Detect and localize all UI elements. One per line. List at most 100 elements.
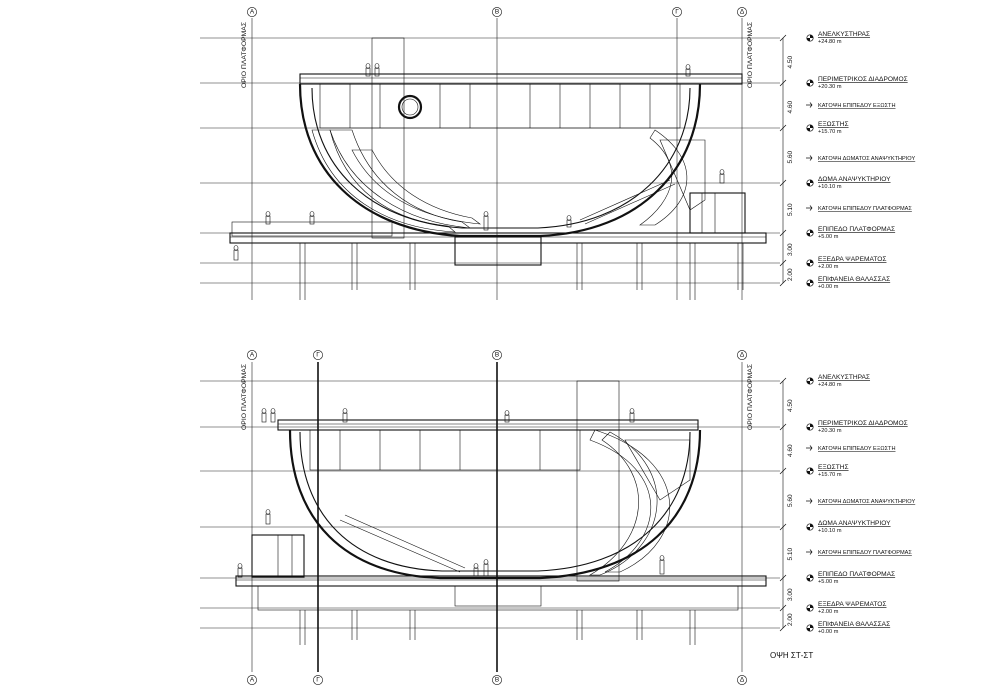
plan-name: ΚΑΤΟΨΗ ΔΩΜΑΤΟΣ ΑΝΑΨΥΚΤΗΡΙΟΥ: [818, 499, 915, 505]
bowl-shell: [288, 429, 702, 580]
level-marker-icon: [806, 574, 814, 582]
level-marker-icon: [806, 179, 814, 187]
level-elevation: +10.10 m: [818, 184, 842, 190]
plan-name: ΚΑΤΟΨΗ ΕΠΙΠΕΔΟΥ ΠΛΑΤΦΟΡΜΑΣ: [818, 206, 912, 212]
plan-cut-marker-icon: [806, 445, 813, 451]
grid-label: Γ: [316, 352, 320, 359]
plan-name: ΚΑΤΟΨΗ ΕΠΙΠΕΔΟΥ ΕΞΩΣΤΗ: [818, 103, 896, 109]
level-elevation: +24.80 m: [818, 39, 842, 45]
level-marker-icon: [806, 523, 814, 531]
grid-bubble-icon: Δ: [737, 7, 747, 17]
level-name: ΠΕΡΙΜΕΤΡΙΚΟΣ ΔΙΑΔΡΟΜΟΣ: [818, 76, 908, 83]
grid-bubble-icon: Γ: [313, 350, 323, 360]
level-marker-icon: [806, 377, 814, 385]
grid-bubble-icon: Γ: [672, 7, 682, 17]
level-name: ΕΞΕΔΡΑ ΨΑΡΕΜΑΤΟΣ: [818, 256, 886, 263]
grid-bubble-icon: Γ: [313, 675, 323, 685]
platform-limit-label: ΟΡΙΟ ΠΛΑΤΦΟΡΜΑΣ: [747, 22, 754, 88]
piles-top: [299, 243, 744, 300]
dimension-value: 4.60: [787, 100, 794, 113]
level-name: ΔΩΜΑ ΑΝΑΨΥΚΤΗΡΙΟΥ: [818, 176, 891, 183]
grid-label: Α: [250, 9, 255, 16]
grid-label: Β: [495, 9, 499, 16]
dimension-value: 5.60: [787, 494, 794, 507]
level-name: ΕΞΕΔΡΑ ΨΑΡΕΜΑΤΟΣ: [818, 601, 886, 608]
center-pod: [454, 236, 542, 266]
level-elevation: +0.00 m: [818, 629, 839, 635]
human-figure-icon: [233, 63, 725, 261]
level-elevation: +5.00 m: [818, 579, 839, 585]
platform-slab: [229, 232, 767, 244]
grid-bubble-icon: Α: [247, 675, 257, 685]
level-lines-top: [200, 37, 780, 284]
level-name: ΕΞΩΣΤΗΣ: [818, 464, 849, 471]
level-marker-icon: [806, 259, 814, 267]
dimension-value: 3.00: [787, 588, 794, 601]
refreshment-room: [689, 192, 746, 234]
section-top: Α Β Γ Δ ΟΡΙΟ ΠΛΑΤΦΟΡΜΑΣ ΟΡΙΟ ΠΛΑΤΦΟΡΜΑΣ: [200, 7, 780, 300]
level-elevation: +20.30 m: [818, 84, 842, 90]
grid-bubble-icon: Δ: [737, 350, 747, 360]
dimension-value: 3.00: [787, 243, 794, 256]
grid-label: Α: [250, 677, 255, 684]
level-elevation: +15.70 m: [818, 472, 842, 478]
level-name: ΕΠΙΦΑΝΕΙΑ ΘΑΛΑΣΣΑΣ: [818, 276, 890, 283]
grid-bubble-icon: Β: [492, 350, 502, 360]
dimension-value: 5.10: [787, 203, 794, 216]
level-name: ΕΠΙΠΕΔΟ ΠΛΑΤΦΟΡΜΑΣ: [818, 571, 895, 578]
platform-limit-label: ΟΡΙΟ ΠΛΑΤΦΟΡΜΑΣ: [747, 364, 754, 430]
level-marker-icon: [806, 229, 814, 237]
platform-deck-left: [231, 221, 393, 237]
plan-cut-marker-icon: [806, 205, 813, 211]
level-marker-icon: [806, 124, 814, 132]
level-elevation: +2.00 m: [818, 264, 839, 270]
level-elevation: +2.00 m: [818, 609, 839, 615]
grid-label: Β: [495, 352, 499, 359]
plan-cut-marker-icon: [806, 498, 813, 504]
grid-bubble-icon: Α: [247, 350, 257, 360]
level-marker-icon: [806, 79, 814, 87]
grid-label: Β: [495, 677, 499, 684]
grid-bubble-icon: Β: [492, 7, 502, 17]
spiral-ramp: [589, 429, 671, 573]
dimension-value: 2.00: [787, 268, 794, 281]
dimension-value: 5.60: [787, 150, 794, 163]
plan-cut-marker-icon: [806, 549, 813, 555]
grid-bubbles-bottom: Α Γ Β Δ Α Γ: [247, 350, 747, 685]
level-elevation: +15.70 m: [818, 129, 842, 135]
dimension-value: 4.50: [787, 55, 794, 68]
grid-label: Δ: [740, 352, 745, 359]
level-elevation: +5.00 m: [818, 234, 839, 240]
level-lines-bottom: [200, 380, 780, 629]
dimension-string-bottom: 4.504.605.605.103.002.00: [779, 377, 794, 632]
dimension-value: 4.60: [787, 444, 794, 457]
grid-label: Δ: [740, 677, 745, 684]
section-bottom: Α Γ Β Δ Α Γ: [200, 350, 780, 685]
grid-lines-bottom: [251, 362, 743, 672]
level-marker-icon: [806, 604, 814, 612]
level-marker-icon: [806, 34, 814, 42]
level-name: ΑΝΕΛΚΥΣΤΗΡΑΣ: [818, 31, 870, 38]
plan-cut-marker-icon: [806, 155, 813, 161]
grid-label: Γ: [316, 677, 320, 684]
human-figure-icon: [237, 408, 665, 578]
grid-bubble-icon: Α: [247, 7, 257, 17]
plan-name: ΚΑΤΟΨΗ ΕΠΙΠΕΔΟΥ ΠΛΑΤΦΟΡΜΑΣ: [818, 550, 912, 556]
piles-bottom: [299, 610, 696, 645]
platform-limit-label: ΟΡΙΟ ΠΛΑΤΦΟΡΜΑΣ: [241, 22, 248, 88]
bowl-shell: [298, 83, 702, 238]
platform-limit-label: ΟΡΙΟ ΠΛΑΤΦΟΡΜΑΣ: [241, 364, 248, 430]
level-marker-icon: [806, 423, 814, 431]
grid-label: Δ: [740, 9, 745, 16]
level-elevation: +0.00 m: [818, 284, 839, 290]
level-elevation: +24.80 m: [818, 382, 842, 388]
plan-cut-marker-icon: [806, 102, 813, 108]
level-name: ΔΩΜΑ ΑΝΑΨΥΚΤΗΡΙΟΥ: [818, 520, 891, 527]
level-marker-icon: [806, 467, 814, 475]
grid-label: Α: [250, 352, 255, 359]
elevator-core: [371, 37, 405, 239]
level-name: ΠΕΡΙΜΕΤΡΙΚΟΣ ΔΙΑΔΡΟΜΟΣ: [818, 420, 908, 427]
level-name: ΕΠΙΦΑΝΕΙΑ ΘΑΛΑΣΣΑΣ: [818, 621, 890, 628]
